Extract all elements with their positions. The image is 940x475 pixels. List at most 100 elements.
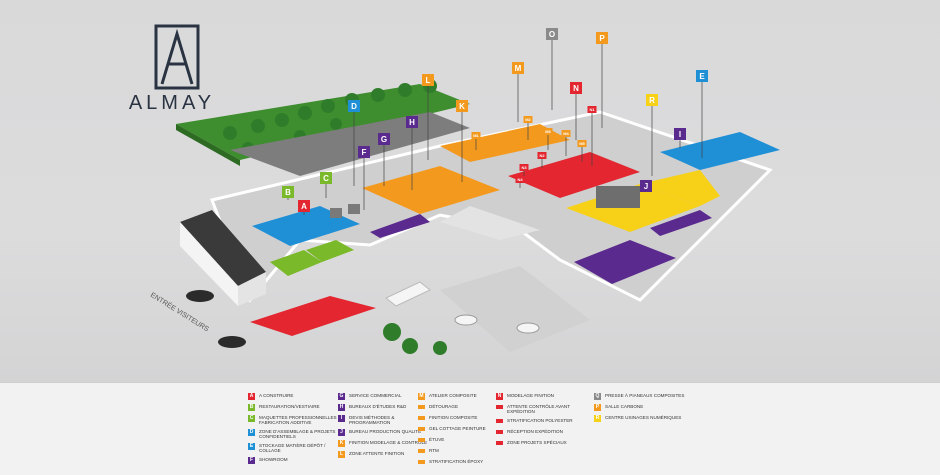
pin-label-f: F: [362, 148, 367, 157]
legend-swatch: [418, 449, 425, 453]
pin-marker-n4[interactable]: [515, 176, 525, 183]
pin-marker-l[interactable]: [422, 74, 434, 86]
zone-red-left: [250, 296, 376, 336]
legend-item: Réception expédition: [496, 429, 587, 434]
legend-item: MAtelier composite: [418, 393, 509, 400]
legend-item: AA construire: [248, 393, 339, 400]
legend-item: DZone d'assemblage & projets confidentie…: [248, 429, 339, 439]
legend-swatch: N: [496, 393, 503, 400]
pin-marker-f[interactable]: [358, 146, 370, 158]
pin-marker-n1[interactable]: [587, 106, 597, 113]
pin-label-k: K: [459, 102, 465, 111]
car: [516, 322, 540, 334]
pin-marker-n3[interactable]: [519, 164, 529, 171]
legend-item: EStockage matière dépôt / collage: [248, 443, 339, 453]
pin-marker-r[interactable]: [646, 94, 658, 106]
legend-label: Restauration/vestiaire: [259, 404, 320, 409]
legend-label: Showroom: [259, 457, 288, 462]
pin-label-n1: N1: [589, 107, 595, 112]
pin-label-m5: M5: [579, 141, 585, 146]
pin-marker-m[interactable]: [512, 62, 524, 74]
pin-marker-n[interactable]: [570, 82, 582, 94]
legend-item: FShowroom: [248, 457, 339, 464]
pin-marker-i[interactable]: [674, 128, 686, 140]
legend-swatch: [496, 405, 503, 409]
car: [454, 314, 478, 326]
legend-swatch: G: [338, 393, 345, 400]
pin-label-o: O: [549, 30, 555, 39]
brand-name: ALMAY: [128, 92, 216, 114]
legend-item: GService commercial: [338, 393, 429, 400]
pin-marker-n2[interactable]: [537, 152, 547, 159]
house-roof: [180, 210, 266, 286]
pin-label-j: J: [644, 182, 648, 191]
pin-marker-g[interactable]: [378, 133, 390, 145]
legend-swatch: [496, 430, 503, 434]
legend-swatch: C: [248, 415, 255, 422]
legend-item: RCentre usinages numériques: [594, 415, 685, 422]
legend-item: Stratification époxy: [418, 459, 509, 464]
legend-item: C Maquettes professionnelles fabrication …: [248, 415, 339, 425]
pin-marker-j[interactable]: [640, 180, 652, 192]
machine-block: [330, 208, 342, 218]
lawn: [176, 84, 470, 160]
pin-label-p: P: [599, 34, 605, 43]
pin-marker-e[interactable]: [696, 70, 708, 82]
pin-label-n4: N4: [517, 177, 523, 182]
legend-label: RTM: [429, 448, 439, 453]
zone-orange-upper: [440, 124, 570, 162]
pin-label-a: A: [301, 202, 307, 211]
legend-swatch: Q: [594, 393, 601, 400]
pin-label-c: C: [323, 174, 329, 183]
pin-marker-o[interactable]: [546, 28, 558, 40]
pin-label-n3: N3: [521, 165, 527, 170]
pin-label-m1: M1: [473, 133, 479, 138]
legend-item: Stratification polyester: [496, 418, 587, 423]
legend-item: Zone projets spéciaux: [496, 440, 587, 445]
pin-marker-m2[interactable]: [523, 116, 533, 123]
legend-label: Salle carbone: [605, 404, 644, 409]
pin-marker-m3[interactable]: [543, 128, 553, 135]
pin-label-m: M: [515, 64, 522, 73]
legend-swatch: [418, 405, 425, 409]
pin-marker-d[interactable]: [348, 100, 360, 112]
legend-item: BRestauration/vestiaire: [248, 404, 339, 411]
pin-label-g: G: [381, 135, 387, 144]
legend-swatch: M: [418, 393, 425, 400]
zone-yellow-right: [640, 170, 720, 206]
pin-label-l: L: [426, 76, 431, 85]
pin-marker-c[interactable]: [320, 172, 332, 184]
legend-label: Stratification polyester: [507, 418, 573, 423]
legend-label: Maquettes professionnelles fabrication a…: [259, 415, 337, 426]
brand-logo-icon: [154, 24, 200, 90]
pin-marker-h[interactable]: [406, 116, 418, 128]
pin-marker-k[interactable]: [456, 100, 468, 112]
legend-item: Étuve: [418, 437, 509, 442]
pin-marker-b[interactable]: [282, 186, 294, 198]
legend-item: PSalle carbone: [594, 404, 685, 411]
legend-item: NModelage finition: [496, 393, 587, 400]
pin-marker-p[interactable]: [596, 32, 608, 44]
legend-label: Gel cottage peinture: [429, 426, 486, 431]
legend-item: Gel cottage peinture: [418, 426, 509, 431]
legend-swatch: [496, 441, 503, 445]
legend-label: Réception expédition: [507, 429, 563, 434]
legend-swatch: [418, 438, 425, 442]
pin-label-m3: M3: [545, 129, 551, 134]
legend-label: Presse à pianeaux composites: [605, 393, 685, 398]
pin-label-b: B: [285, 188, 291, 197]
legend-item: IDevis méthodes & programmation: [338, 415, 429, 425]
legend-label: Stratification époxy: [429, 459, 484, 464]
legend-label: Zone projets spéciaux: [507, 440, 567, 445]
legend-swatch: I: [338, 415, 345, 422]
pin-marker-m5[interactable]: [577, 140, 587, 147]
pin-label-m4: M4: [563, 131, 569, 136]
pin-marker-m1[interactable]: [471, 132, 481, 139]
machine-block: [348, 204, 360, 214]
legend-swatch: [418, 460, 425, 464]
pin-marker-a[interactable]: [298, 200, 310, 212]
legend-item: Détourage: [418, 404, 509, 409]
pin-marker-m4[interactable]: [561, 130, 571, 137]
